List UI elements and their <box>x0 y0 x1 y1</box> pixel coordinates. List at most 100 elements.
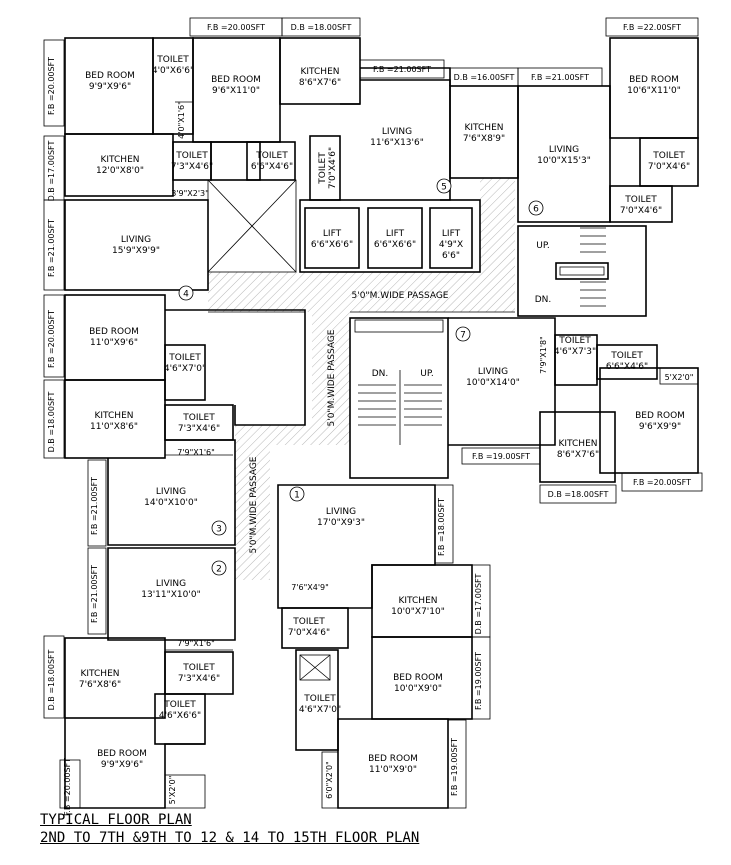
room-size-f2_toilet1: 7'3"X4'6" <box>178 674 220 684</box>
lift-size: 4'9"X <box>439 240 463 250</box>
flat-number-circle <box>178 285 194 301</box>
flat-number: 6 <box>533 205 539 215</box>
passage-main-label: 5'0"M.WIDE PASSAGE <box>352 291 449 301</box>
flat-number-circle <box>211 520 227 536</box>
flat-number-circle <box>289 486 305 502</box>
room-size-f7_living: 10'0"X14'0" <box>466 378 520 388</box>
plan-title: TYPICAL FLOOR PLAN <box>40 812 192 828</box>
dim-f3_passage: 7'9"X1'6" <box>177 448 215 457</box>
lift-core <box>299 199 481 273</box>
room-size-f4_toilet2: 7'3"X4'6" <box>171 162 213 172</box>
room-name-f5_toilet1: TOILET <box>255 151 288 161</box>
room-name-f4_toilet2: TOILET <box>175 151 208 161</box>
tag-f7_fb: F.B =19.00SFT <box>472 452 530 461</box>
tag-l5: D.B =18.00SFT <box>47 392 56 453</box>
tag-f7_db: D.B =18.00SFT <box>548 490 609 499</box>
dim-f4_duct: 4'0"X1'6" <box>177 101 186 139</box>
lift-size: 6'6"X6'6" <box>374 240 416 250</box>
lift-size: 6'6"X6'6" <box>311 240 353 250</box>
room-name-f1_living: LIVING <box>326 507 356 517</box>
tag-l2: D.B =17.00SFT <box>47 141 56 202</box>
room-name-f6_toilet2: TOILET <box>624 195 657 205</box>
tag-l6: F.B =21.00SFT <box>90 477 99 535</box>
room-size-f5_bed: 9'6"X11'0" <box>212 86 260 96</box>
tag-fb_top_mid2: F.B =21.00SFT <box>531 73 589 82</box>
flat-number: 4 <box>183 290 189 300</box>
tag-r4: F.B =19.00SFT <box>450 738 459 796</box>
tag-l8: D.B =18.00SFT <box>47 650 56 711</box>
room-size-f4_toilet: 4'0"X6'6" <box>152 66 194 76</box>
room-size-f3_toilet: 4'6"X7'0" <box>164 364 206 374</box>
dim-f1_balc: 6'0"X2'0" <box>325 761 334 799</box>
room-size-f7_toilet1: 4'6"X7'3" <box>554 347 596 357</box>
tag-l3: F.B =21.00SFT <box>47 219 56 277</box>
room-size-f2_bed: 9'9"X9'6" <box>101 760 143 770</box>
room-name-f5_bed: BED ROOM <box>211 75 261 85</box>
lift-name: LIFT <box>386 229 405 239</box>
room-name-f7_kitchen: KITCHEN <box>559 439 598 449</box>
room-name-f5_kitchen: KITCHEN <box>301 67 340 77</box>
lift-name: LIFT <box>323 229 342 239</box>
dim-f7_balc: 5'X2'0" <box>665 373 694 382</box>
tag-box <box>434 484 454 564</box>
room-size-f1_toilet1: 7'0"X4'6" <box>288 628 330 638</box>
room-size-f7_bed: 9'6"X9'9" <box>639 422 681 432</box>
stair-up-label: UP. <box>420 369 433 379</box>
room-size-f1_living: 17'0"X9'3" <box>317 518 365 528</box>
room-name-f4_living: LIVING <box>121 235 151 245</box>
room-size-f1_kitchen: 10'0"X7'10" <box>391 607 445 617</box>
tag-fb_top_right: F.B =22.00SFT <box>623 23 681 32</box>
tag-box <box>43 39 65 127</box>
tag-box <box>461 447 541 465</box>
flat-3 <box>64 294 306 546</box>
lift-size: 6'6" <box>442 251 460 261</box>
room-size-f2_toilet2: 4'6"X6'6" <box>159 711 201 721</box>
passage-vertical <box>312 312 350 445</box>
room-name-f1_toilet1: TOILET <box>292 617 325 627</box>
dim-f7_duct: 7'9"X1'8" <box>539 336 548 374</box>
flat-number-circle <box>455 326 471 342</box>
flat-number-circle <box>211 560 227 576</box>
flat-number: 2 <box>216 565 222 575</box>
stair-up-label: UP. <box>536 241 549 251</box>
room-name-f3_living: LIVING <box>156 487 186 497</box>
room-name-f2_bed: BED ROOM <box>97 749 147 759</box>
flat-number: 7 <box>460 331 466 341</box>
room-size-f1_bed2: 11'0"X9'0" <box>369 765 417 775</box>
room-size-f2_kitchen: 7'6"X8'6" <box>79 680 121 690</box>
tag-box <box>87 459 107 547</box>
tag-box <box>359 59 445 79</box>
tag-l9: F.B =20.00SFT <box>63 758 72 816</box>
tag-box <box>539 484 617 504</box>
room-name-f6_kitchen: KITCHEN <box>465 123 504 133</box>
dim-f4_shaft: 3'9"X2'3" <box>171 189 209 198</box>
passage-vertical-label: 5'0"M.WIDE PASSAGE <box>327 329 337 426</box>
room-name-f3_toilet2: TOILET <box>182 413 215 423</box>
tag-l1: F.B =20.00SFT <box>47 57 56 115</box>
room-name-f3_bed: BED ROOM <box>89 327 139 337</box>
tag-db_top_left: D.B =18.00SFT <box>291 23 352 32</box>
tag-box <box>517 67 603 87</box>
tag-box <box>43 199 65 291</box>
room-name-f2_toilet1: TOILET <box>182 663 215 673</box>
tag-r3: F.B =19.00SFT <box>474 652 483 710</box>
room-name-f1_kitchen: KITCHEN <box>399 596 438 606</box>
room-size-f1_toilet2: 4'6"X7'0" <box>299 705 341 715</box>
room-size-f5_kitchen: 8'6"X7'6" <box>299 78 341 88</box>
room-size-f5_living: 11'6"X13'6" <box>370 138 424 148</box>
dim-f1_passage: 7'6"X4'9" <box>291 583 329 592</box>
room-size-f4_kitchen: 12'0"X8'0" <box>96 166 144 176</box>
room-name-f7_bed: BED ROOM <box>635 411 685 421</box>
tag-fb_top_mid: F.B =21.00SFT <box>373 65 431 74</box>
room-size-f3_kitchen: 11'0"X8'6" <box>90 422 138 432</box>
room-size-f2_living: 13'11"X10'0" <box>141 590 200 600</box>
tag-r1: F.B =18.00SFT <box>437 498 446 556</box>
flat-number: 3 <box>216 525 222 535</box>
room-size-f5_toilet2: 7'0"X4'6" <box>328 147 338 189</box>
tag-box <box>43 379 65 459</box>
room-size-f6_bed: 10'6"X11'0" <box>627 86 681 96</box>
room-size-f3_living: 14'0"X10'0" <box>144 498 198 508</box>
tag-fb_top_left: F.B =20.00SFT <box>207 23 265 32</box>
room-name-f4_toilet: TOILET <box>156 55 189 65</box>
